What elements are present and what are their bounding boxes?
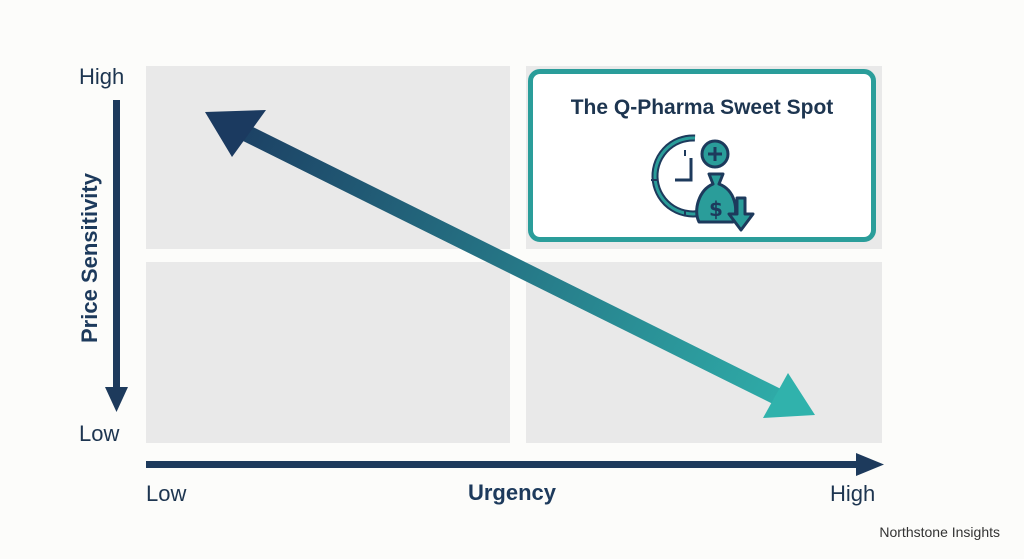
x-axis-high-label: High xyxy=(830,481,876,506)
clock-moneybag-price-down-icon: $ xyxy=(651,134,755,232)
sweet-spot-callout: The Q-Pharma Sweet Spot $ xyxy=(528,69,876,242)
y-axis-low-label: Low xyxy=(79,421,120,446)
x-axis-title: Urgency xyxy=(467,480,557,505)
y-axis-arrow-icon xyxy=(105,100,128,412)
x-axis-low-label: Low xyxy=(146,481,187,506)
x-axis-arrow-icon xyxy=(146,453,884,476)
callout-title: The Q-Pharma Sweet Spot xyxy=(570,96,834,119)
quadrant-top-left xyxy=(146,66,510,249)
quadrant-bottom-left xyxy=(146,262,510,443)
svg-text:$: $ xyxy=(709,197,723,221)
footer-brand: Northstone Insights xyxy=(879,524,1000,540)
y-axis-high-label: High xyxy=(79,64,125,89)
